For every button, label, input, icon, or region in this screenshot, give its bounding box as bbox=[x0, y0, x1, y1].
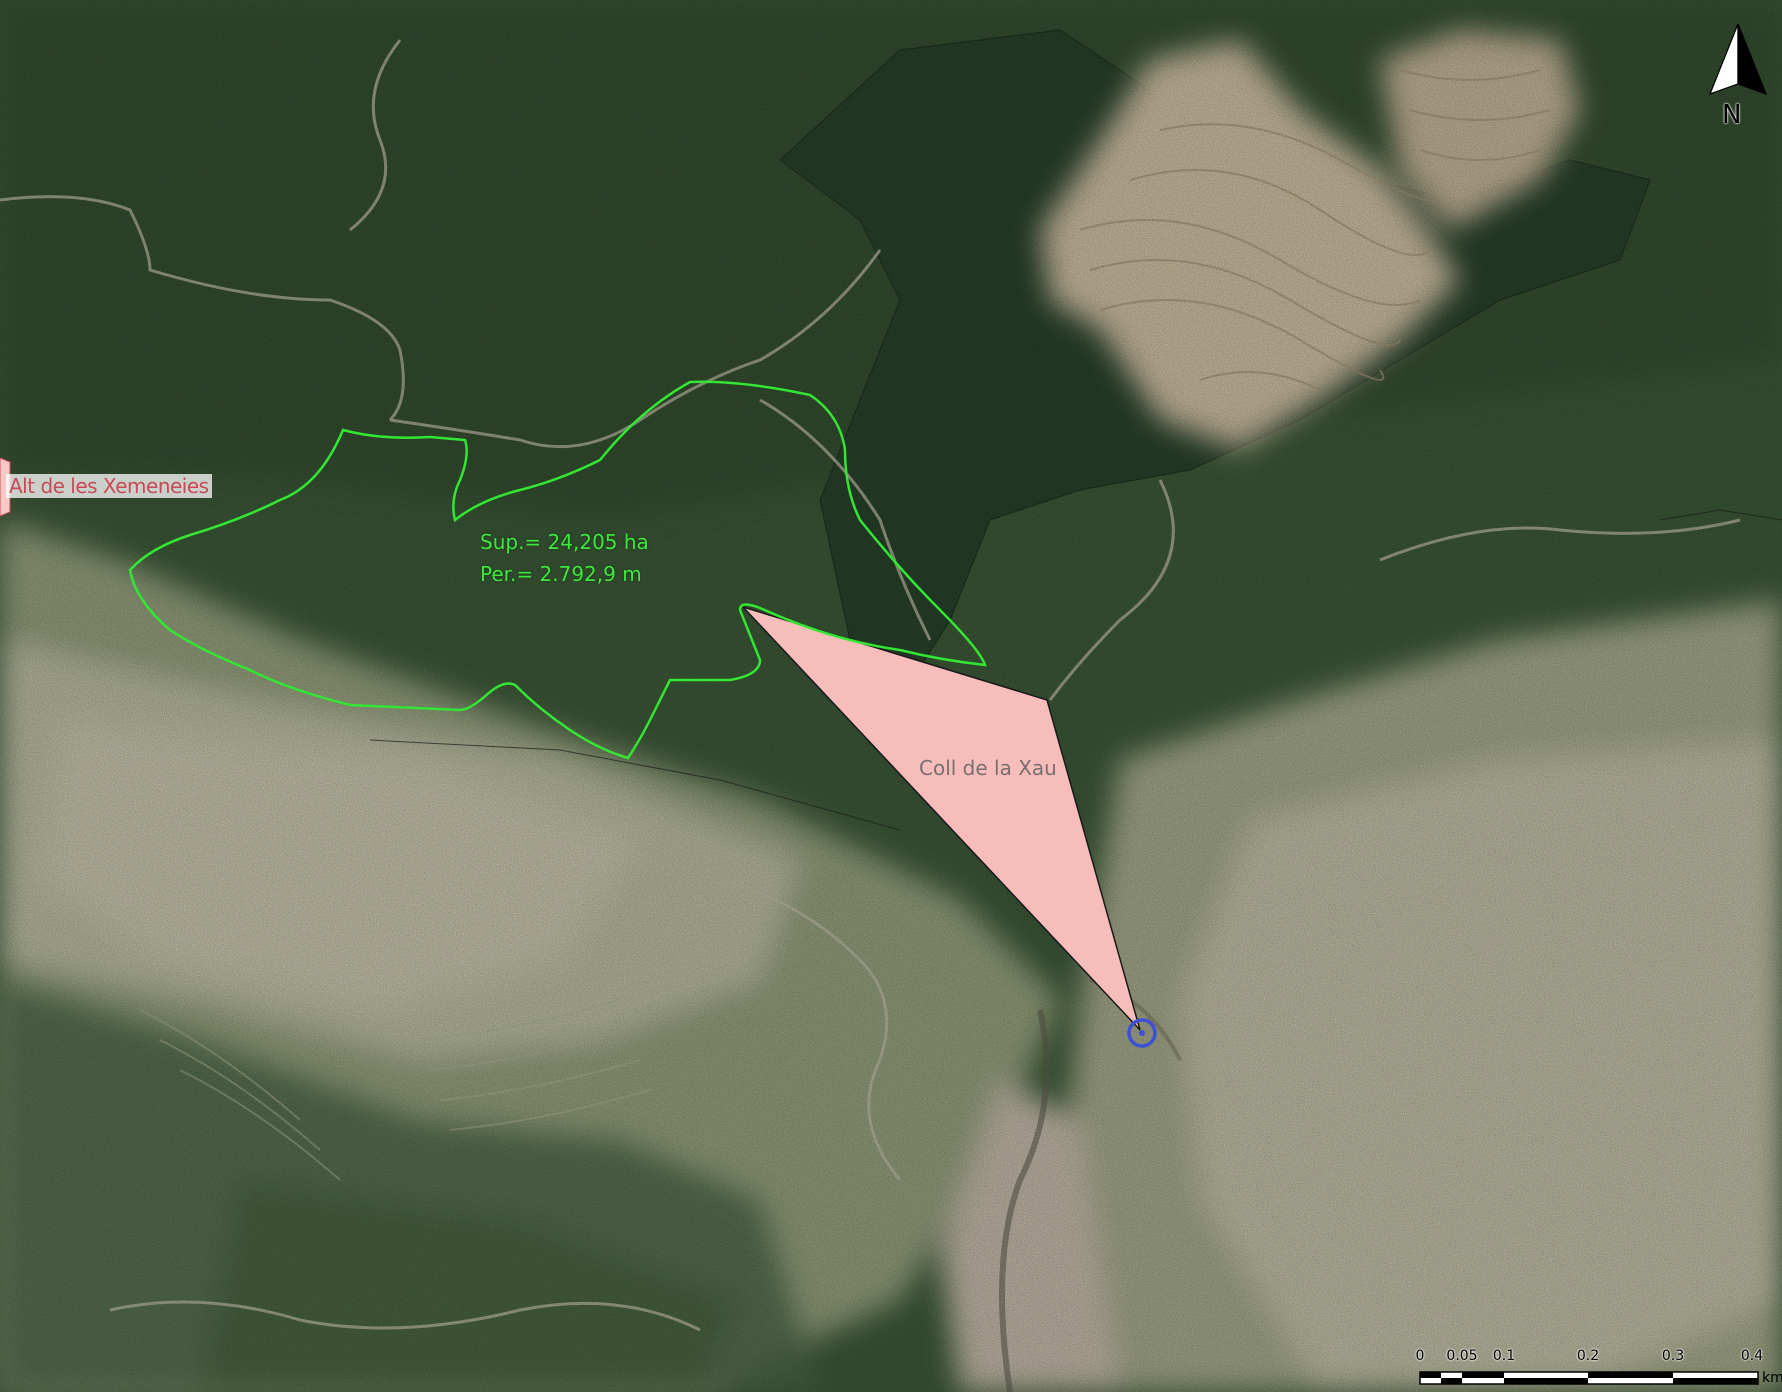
scale-tick-label: 0.3 bbox=[1661, 1348, 1685, 1364]
scale-tick-label: 0 bbox=[1415, 1348, 1425, 1364]
scale-tick-label: 0.4 bbox=[1740, 1348, 1764, 1364]
measurement-perimeter-label: Per.= 2.792,9 m bbox=[480, 562, 642, 586]
scale-bar bbox=[1419, 1371, 1759, 1385]
scale-unit-label: km bbox=[1762, 1370, 1782, 1386]
place-marker-icon bbox=[0, 457, 11, 517]
measured-area-outline[interactable] bbox=[128, 380, 987, 760]
measurement-area-label: Sup.= 24,205 ha bbox=[480, 530, 649, 554]
observer-point-icon[interactable] bbox=[1127, 1018, 1157, 1048]
place-label-coll-de-la-xau: Coll de la Xau bbox=[919, 756, 1057, 780]
north-arrow-label: N bbox=[1722, 100, 1742, 130]
scale-tick-label: 0.05 bbox=[1446, 1348, 1478, 1364]
scale-tick-label: 0.2 bbox=[1576, 1348, 1600, 1364]
place-label-alt-de-les-xemeneies: Alt de les Xemeneies bbox=[6, 474, 212, 498]
north-arrow-icon bbox=[1708, 23, 1768, 96]
viewshed-polygon[interactable] bbox=[740, 605, 1141, 1031]
scale-tick-label: 0.1 bbox=[1492, 1348, 1516, 1364]
